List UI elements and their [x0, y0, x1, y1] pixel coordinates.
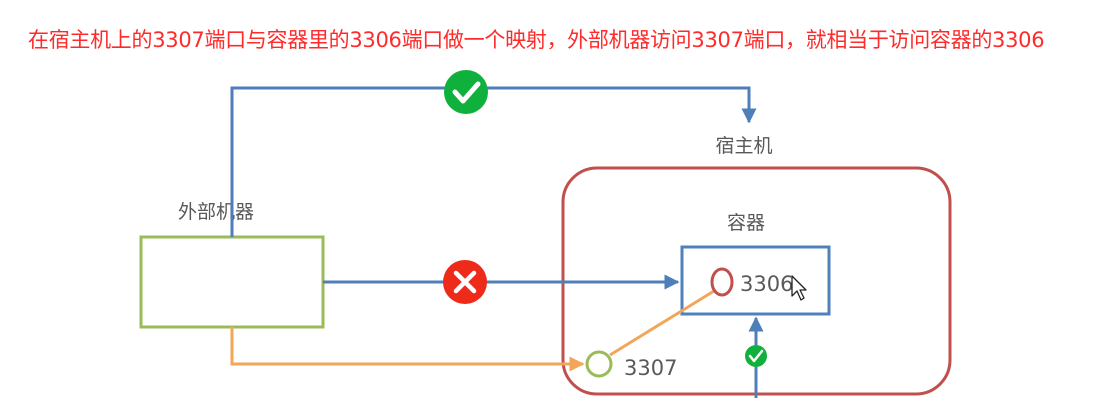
check-icon	[745, 345, 767, 367]
container-label: 容器	[727, 212, 765, 234]
container-port-label: 3306	[740, 272, 793, 296]
port-mapping-line	[609, 289, 715, 357]
external-machine-label: 外部机器	[178, 201, 254, 223]
check-icon	[444, 70, 488, 114]
host-label: 宿主机	[715, 135, 772, 157]
host-port-icon	[585, 350, 613, 378]
cross-icon	[443, 260, 487, 304]
caption-text: 在宿主机上的3307端口与容器里的3306端口做一个映射，外部机器访问3307端…	[28, 28, 1045, 52]
container-port-icon	[710, 267, 734, 297]
external-machine-box	[139, 235, 325, 329]
host-port-label: 3307	[624, 356, 677, 380]
mouse-pointer-icon	[791, 275, 807, 301]
container-box	[680, 245, 831, 316]
top-access-arrow	[230, 86, 757, 237]
host-port-access-arrow	[230, 327, 585, 372]
